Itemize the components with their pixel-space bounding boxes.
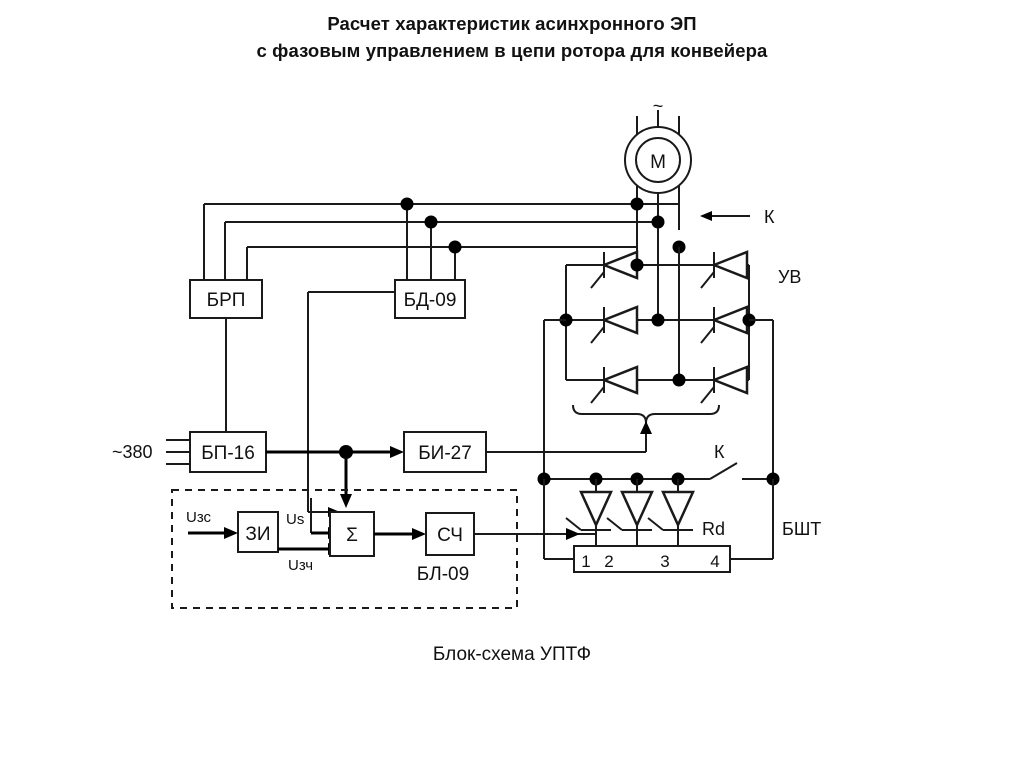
supply-label: ~380 <box>112 442 153 462</box>
junction-dot <box>448 240 462 254</box>
thyristor-uv-2 <box>700 250 749 289</box>
contactor-k-top-label: К <box>764 207 775 227</box>
uv-gate-brace <box>572 404 720 424</box>
junction-dot <box>651 313 665 327</box>
thyristor-uv-3 <box>590 305 639 344</box>
bd09-label: БД-09 <box>404 290 457 311</box>
us-label: Us <box>286 511 304 528</box>
junction-dot <box>630 258 644 272</box>
resistor-terminal: 1 <box>581 552 590 571</box>
title-line-2: с фазовым управлением в цепи ротора для … <box>256 40 768 61</box>
k-top-arrow-head <box>700 211 712 221</box>
uzs-arrowhead <box>224 527 238 539</box>
thyristor-triangle <box>620 490 654 529</box>
bl09-dashed-box <box>171 489 518 609</box>
thyristor-uv-4 <box>700 305 749 344</box>
bl09-label: БЛ-09 <box>417 564 469 585</box>
bi27-to-uv-arrowhead <box>640 421 652 434</box>
sum-box[interactable] <box>329 511 375 557</box>
block-bi27[interactable]: БИ-27 <box>403 431 544 473</box>
zi-box[interactable] <box>237 511 279 553</box>
thyristor-triangle <box>661 490 695 529</box>
block-bl09-container: БЛ-09 <box>171 489 518 609</box>
rectifier-uv-group: УВ <box>486 247 801 453</box>
thyristor-bsht-3 <box>647 479 695 552</box>
contactor-k-bottom-blade[interactable] <box>709 462 738 480</box>
bi27-label: БИ-27 <box>418 443 472 464</box>
bd09-box[interactable] <box>394 279 466 319</box>
thyristor-uv-5 <box>590 365 639 404</box>
sch-label: СЧ <box>437 525 463 546</box>
bp16-to-bi27-arrowhead <box>390 446 404 458</box>
block-sch[interactable]: СЧ <box>425 512 596 556</box>
title-line-1: Расчет характеристик асинхронного ЭП <box>327 13 697 34</box>
block-bp16[interactable]: БП-16 ~380 <box>112 431 404 508</box>
motor-group: M ~ <box>624 96 692 258</box>
thyristor-gate <box>700 271 715 289</box>
bsht-wiring-group: К <box>537 319 821 573</box>
thyristor-uv-1 <box>590 250 639 289</box>
bp16-branch-arrowhead <box>340 494 352 508</box>
thyristor-gate <box>565 517 582 531</box>
uzs-label: Uзс <box>186 509 212 526</box>
sum-out-arrowhead <box>412 528 426 540</box>
block-zi[interactable]: ЗИ Uзс Us Uзч <box>186 498 342 574</box>
bi27-box[interactable] <box>403 431 487 473</box>
thyristor-gate <box>590 271 605 289</box>
thyristor-triangle <box>710 305 749 335</box>
sch-out-arrowhead <box>566 528 580 540</box>
motor-label: M <box>650 152 666 173</box>
brp-label: БРП <box>207 290 246 311</box>
phase-bus-lines <box>203 203 679 280</box>
thyristor-triangle <box>579 490 613 529</box>
thyristor-triangle <box>710 365 749 395</box>
contactor-k-bottom-label: К <box>714 442 725 462</box>
resistor-terminal: 2 <box>604 552 613 571</box>
junction-dot <box>424 215 438 229</box>
motor-ac-symbol: ~ <box>653 96 664 116</box>
block-sum[interactable]: Σ <box>329 511 426 557</box>
page-title: Расчет характеристик асинхронного ЭП с ф… <box>0 10 1024 64</box>
zi-label: ЗИ <box>245 524 270 545</box>
block-brp[interactable]: БРП <box>189 279 263 432</box>
diagram-caption: Блок-схема УПТФ <box>432 644 592 665</box>
thyristor-uv-6 <box>700 365 749 404</box>
thyristor-bsht-2 <box>606 479 654 552</box>
resistor-terminal: 4 <box>710 552 719 571</box>
thyristor-gate <box>647 517 664 531</box>
junction-dot <box>400 197 414 211</box>
resistor-rd-label: Rd <box>702 519 725 539</box>
junction-dot <box>630 197 644 211</box>
bp16-label: БП-16 <box>201 443 255 464</box>
thyristor-gate <box>700 326 715 344</box>
thyristor-gate <box>606 517 623 531</box>
sum-label: Σ <box>346 525 358 546</box>
thyristor-gate <box>590 386 605 404</box>
thyristor-bsht-1 <box>565 479 613 552</box>
thyristor-triangle <box>600 365 639 395</box>
contactor-k-top-group: К <box>700 207 775 227</box>
rectifier-uv-label: УВ <box>778 267 801 287</box>
thyristor-triangle <box>600 305 639 335</box>
junction-dot <box>651 215 665 229</box>
thyristor-triangle <box>710 250 749 280</box>
bd09-tap-lines <box>406 204 456 280</box>
thyristor-gate <box>700 386 715 404</box>
uzch-label: Uзч <box>288 557 313 574</box>
resistor-terminal: 3 <box>660 552 669 571</box>
bsht-label: БШТ <box>782 519 821 539</box>
thyristor-gate <box>590 326 605 344</box>
bp16-box[interactable] <box>189 431 267 473</box>
resistor-rd-box <box>573 545 731 573</box>
block-bd09[interactable]: БД-09 <box>307 279 466 517</box>
motor-inner-circle <box>635 137 681 183</box>
junction-dot <box>672 373 686 387</box>
